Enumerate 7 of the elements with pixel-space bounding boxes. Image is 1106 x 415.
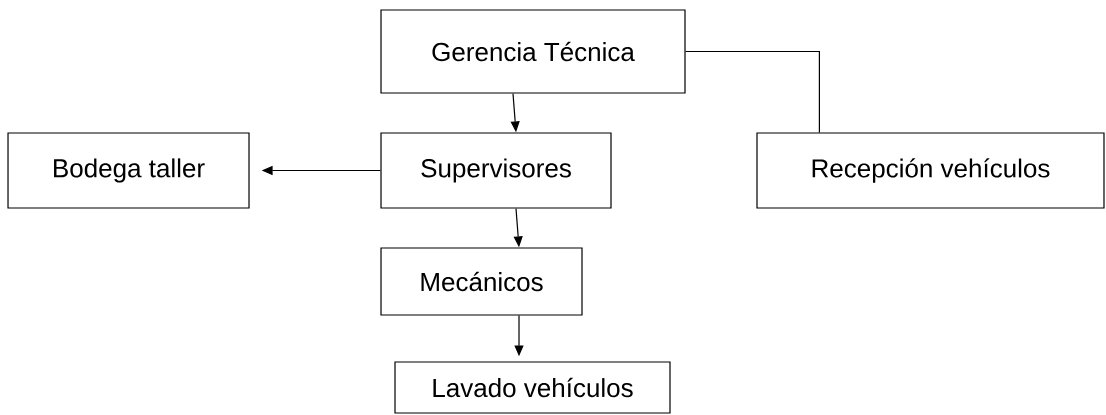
org-box: Lavado vehículos bbox=[394, 361, 671, 414]
org-box: Bodega taller bbox=[7, 132, 250, 209]
connector-line bbox=[685, 50, 820, 133]
org-box: Recepción vehículos bbox=[756, 132, 1105, 209]
org-box: Gerencia Técnica bbox=[380, 9, 686, 94]
org-box: Mecánicos bbox=[380, 247, 583, 316]
org-box: Supervisores bbox=[380, 132, 612, 209]
